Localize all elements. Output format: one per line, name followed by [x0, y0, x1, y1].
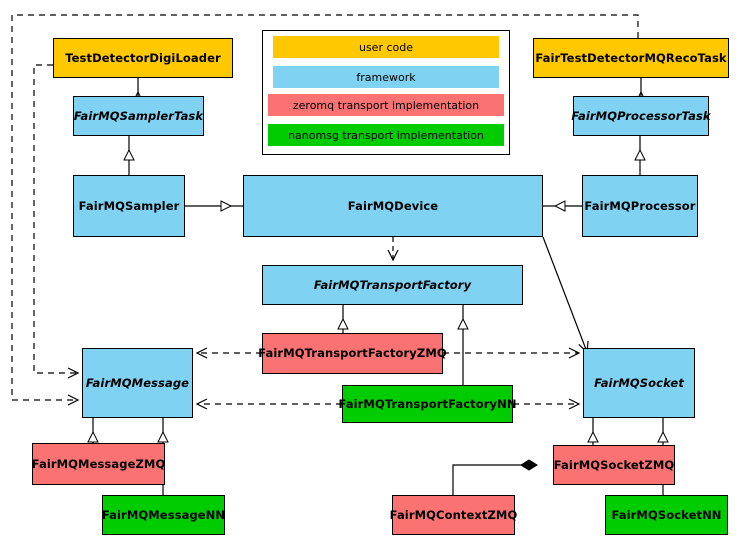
class-node-fair-mq-processor[interactable]: FairMQProcessor	[582, 175, 698, 237]
class-node-fair-mq-device[interactable]: FairMQDevice	[243, 175, 543, 237]
class-node-fair-mq-socket-zmq[interactable]: FairMQSocketZMQ	[553, 445, 675, 485]
class-node-fair-mq-context-zmq[interactable]: FairMQContextZMQ	[390, 495, 517, 535]
legend-item-framework: framework	[273, 66, 499, 88]
class-node-fair-mq-sampler[interactable]: FairMQSampler	[73, 175, 185, 237]
class-node-fair-mq-socket-nn[interactable]: FairMQSocketNN	[605, 495, 728, 535]
class-node-fair-mq-processor-task[interactable]: FairMQProcessorTask	[571, 96, 711, 136]
class-node-fair-mq-socket[interactable]: FairMQSocket	[583, 348, 695, 418]
class-node-fair-mq-message-nn[interactable]: FairMQMessageNN	[102, 495, 225, 535]
class-node-fair-mq-transport-factory[interactable]: FairMQTransportFactory	[262, 265, 523, 305]
edge-digiloader-message	[33, 64, 80, 379]
class-node-fair-test-detector-mq-reco-task[interactable]: FairTestDetectorMQRecoTask	[533, 38, 729, 78]
class-node-test-detector-digi-loader[interactable]: TestDetectorDigiLoader	[53, 38, 233, 78]
edge-device-socket	[542, 236, 589, 354]
class-node-fair-mq-message[interactable]: FairMQMessage	[82, 348, 193, 418]
class-node-fair-mq-message-zmq[interactable]: FairMQMessageZMQ	[32, 443, 165, 485]
legend-item-zeromq: zeromq transport implementation	[268, 94, 504, 116]
class-node-fair-mq-transport-factory-nn[interactable]: FairMQTransportFactoryNN	[338, 385, 516, 423]
legend-item-user-code: user code	[273, 36, 499, 58]
legend-item-nanomsg: nanomsg transport implementation	[268, 124, 504, 146]
class-node-fair-mq-sampler-task[interactable]: FairMQSamplerTask	[73, 96, 204, 136]
class-node-fair-mq-transport-factory-zmq[interactable]: FairMQTransportFactoryZMQ	[258, 333, 447, 374]
edge-contextzmq-socketzmq	[452, 459, 538, 495]
